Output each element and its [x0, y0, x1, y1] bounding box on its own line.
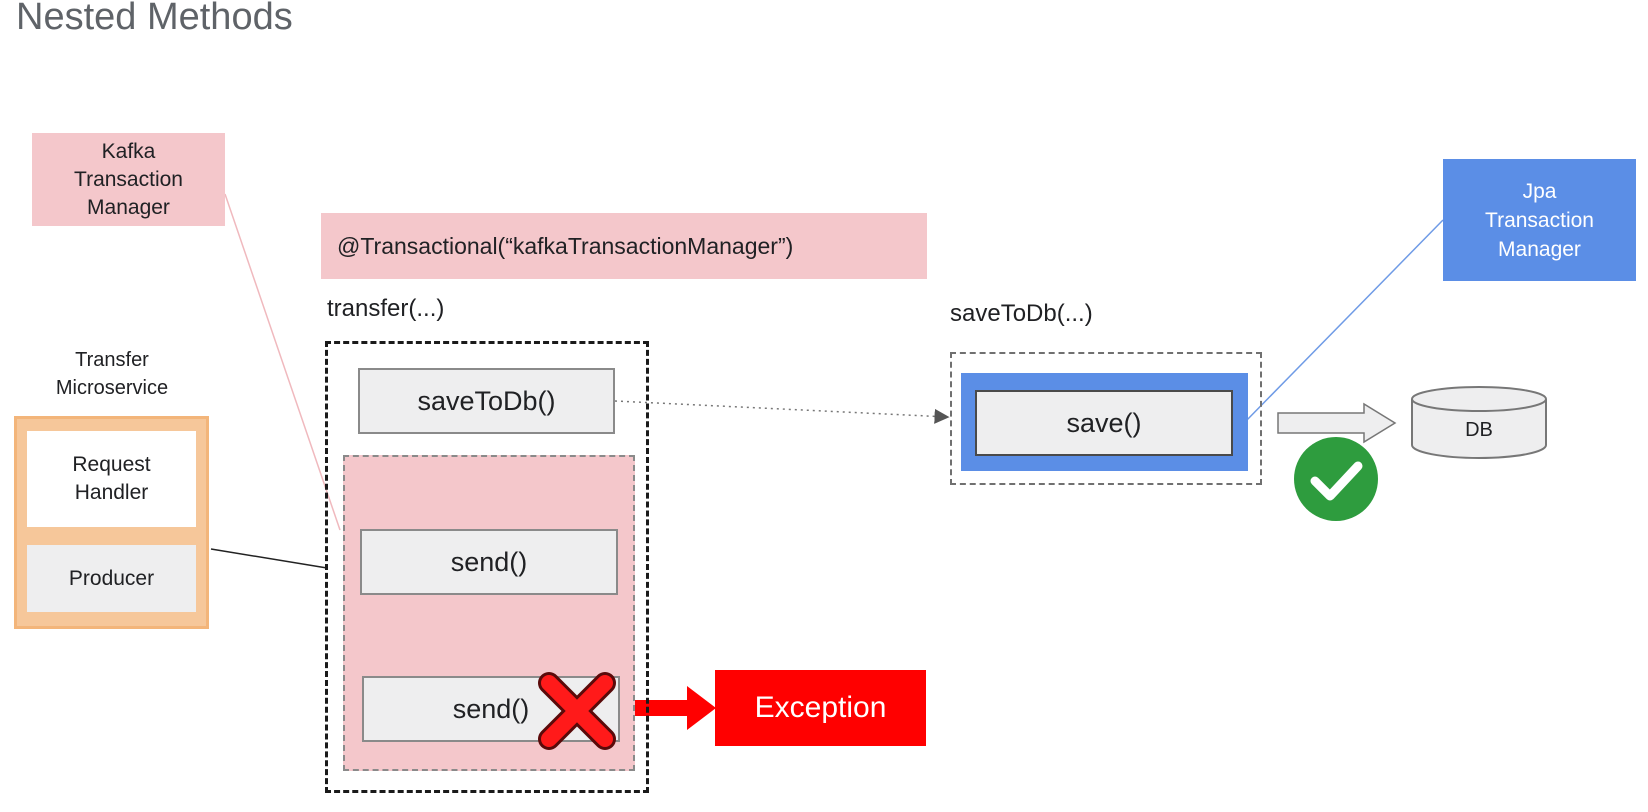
savetodb-call-box: saveToDb() [358, 368, 615, 434]
microservice-label-line-1: Transfer [75, 349, 149, 371]
transfer-method-label: transfer(...) [327, 295, 445, 322]
kafka-tm-line-1: Kafka [101, 139, 156, 163]
savetodb-method-label: saveToDb(...) [950, 300, 1093, 327]
kafka-transaction-manager: Kafka Transaction Manager [32, 133, 225, 226]
exception-box: Exception [715, 670, 926, 746]
producer-box: Producer [27, 545, 196, 612]
transfer-method-frame [325, 341, 649, 793]
check-circle-icon [1294, 437, 1378, 521]
cross-icon [538, 672, 616, 750]
kafka-tm-line-3: Manager [87, 195, 170, 219]
jpa-tm-line-3: Manager [1498, 237, 1581, 261]
savetodb-call-arrow [614, 400, 950, 424]
jpa-tm-line-1: Jpa [1522, 179, 1557, 203]
microservice-label-line-2: Microservice [55, 377, 169, 399]
db-label: DB [1465, 418, 1493, 441]
save-call-box: save() [975, 390, 1233, 456]
jpa-transaction-manager: Jpa Transaction Manager [1443, 159, 1636, 281]
slide-title: Nested Methods [16, 0, 293, 38]
kafka-tm-line-2: Transaction [74, 167, 183, 191]
transactional-annotation: @Transactional(“kafkaTransactionManager”… [321, 213, 927, 279]
request-handler-line-1: Request [72, 453, 151, 476]
jpa-tm-line-2: Transaction [1485, 208, 1594, 232]
send-call-box-1: send() [360, 529, 618, 595]
savetodb-method-frame [950, 352, 1262, 485]
producer-link [210, 548, 328, 569]
request-handler-line-2: Handler [74, 481, 149, 504]
request-handler-box: Request Handler [27, 431, 196, 527]
database-cylinder-icon [1411, 386, 1547, 459]
transfer-microservice-label: Transfer Microservice [30, 346, 194, 402]
